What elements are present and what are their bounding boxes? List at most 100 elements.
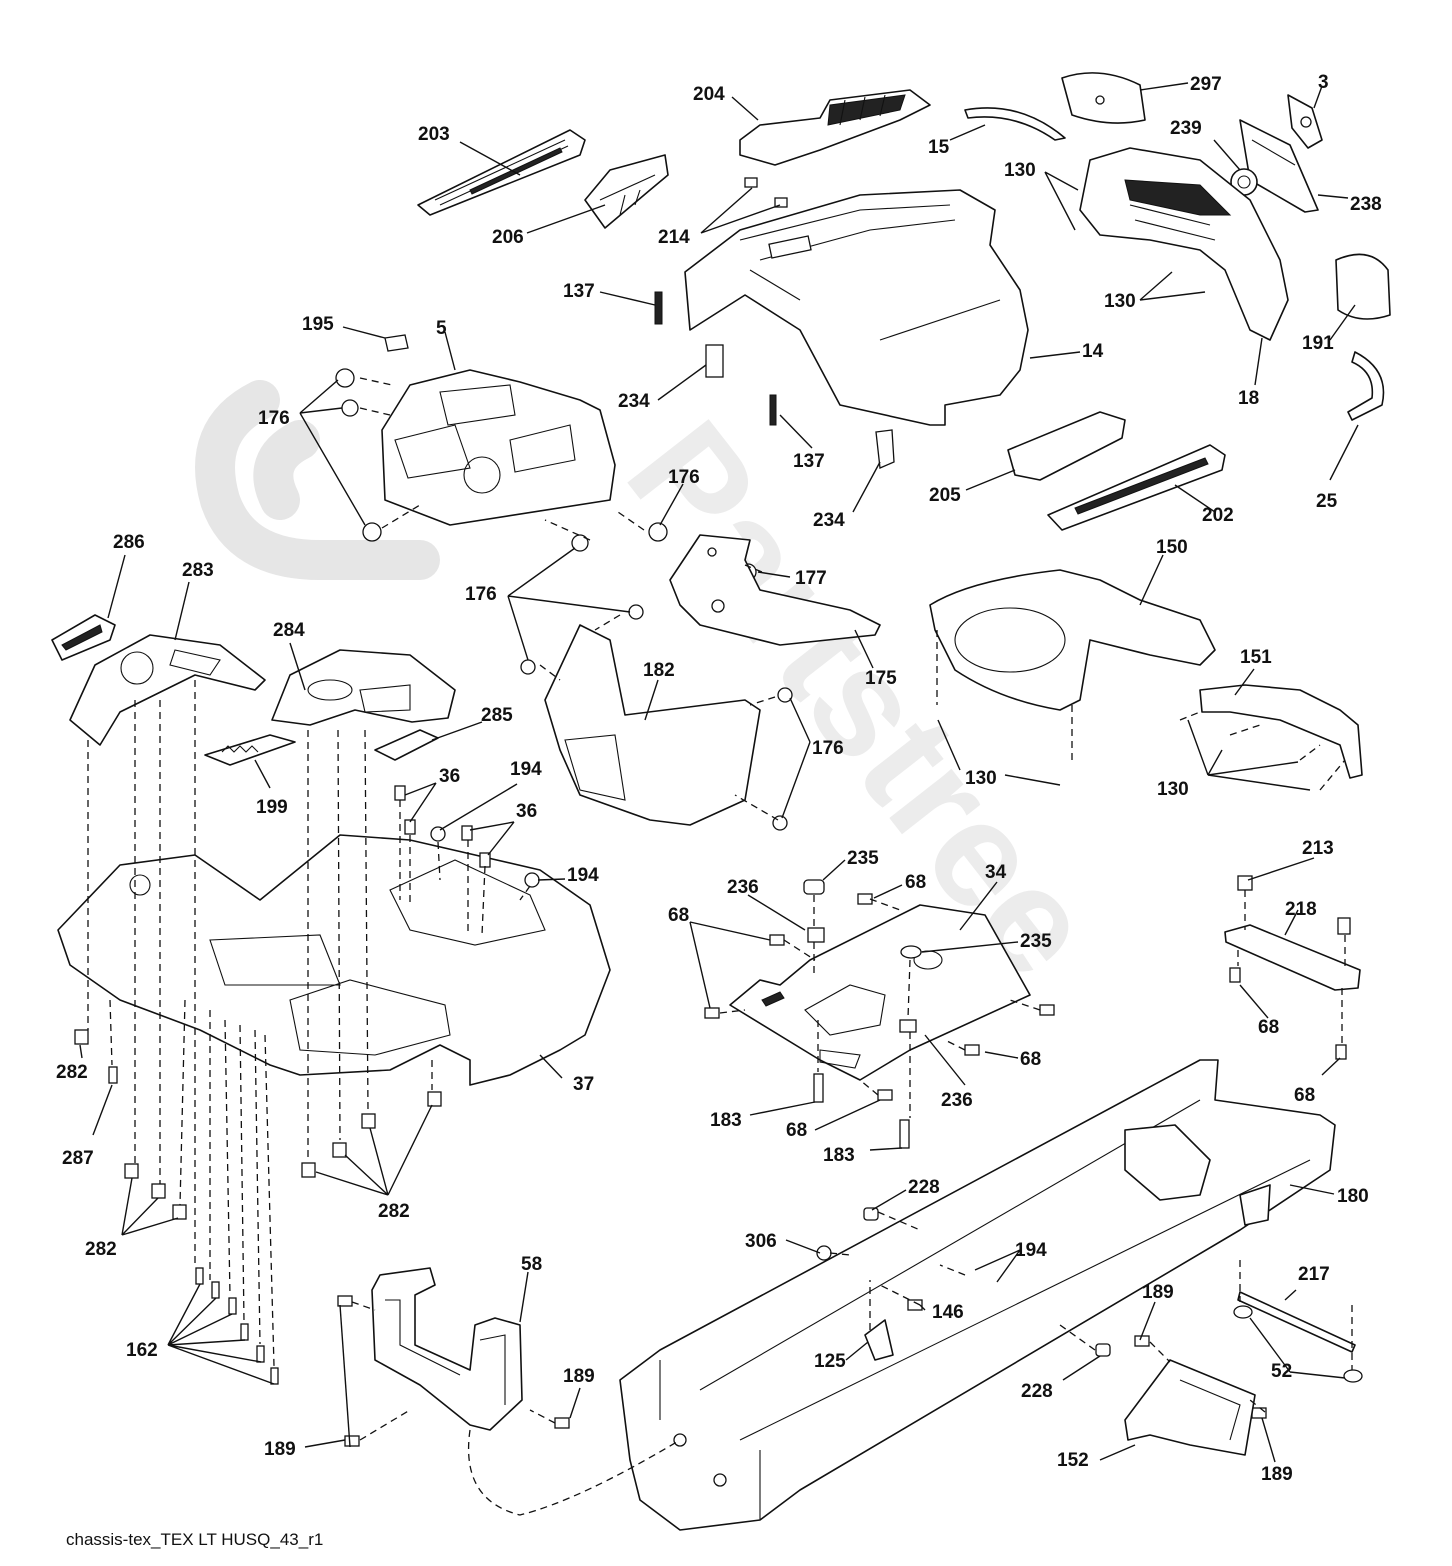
part-183-studs	[813, 1073, 910, 1149]
callout-37: 37	[573, 1074, 594, 1095]
callout-162: 162	[126, 1340, 158, 1361]
part-182-lower-dash	[544, 624, 761, 826]
part-297-pad	[1061, 72, 1146, 124]
callout-228: 228	[908, 1177, 940, 1198]
part-285-grommet	[374, 729, 439, 761]
callout-234: 234	[813, 510, 845, 531]
callout-68: 68	[1294, 1085, 1315, 1106]
part-25-bracket	[1347, 351, 1385, 421]
callout-130: 130	[1104, 291, 1136, 312]
callout-189: 189	[264, 1439, 296, 1460]
callout-283: 283	[182, 560, 214, 581]
callout-282: 282	[378, 1201, 410, 1222]
callout-183: 183	[823, 1145, 855, 1166]
callout-34: 34	[985, 862, 1007, 883]
part-151-bracket	[1199, 684, 1363, 779]
assembly-dashed-lines	[87, 377, 1353, 1516]
callout-203: 203	[418, 124, 450, 145]
callout-218: 218	[1285, 899, 1317, 920]
callout-235: 235	[1020, 931, 1052, 952]
callout-176: 176	[668, 467, 700, 488]
part-37-fender	[57, 834, 611, 1086]
callout-194: 194	[567, 865, 599, 886]
part-217-rod	[1237, 1291, 1356, 1353]
callout-214: 214	[658, 227, 690, 248]
callout-282: 282	[85, 1239, 117, 1260]
callout-205: 205	[929, 485, 961, 506]
callout-130: 130	[1157, 779, 1189, 800]
callout-68: 68	[1020, 1049, 1041, 1070]
callout-182: 182	[643, 660, 675, 681]
callout-217: 217	[1298, 1264, 1330, 1285]
callout-285: 285	[481, 705, 513, 726]
part-202-grille	[1047, 444, 1226, 531]
part-282-clips	[74, 1029, 442, 1220]
part-235-236-spacers	[803, 879, 922, 1033]
part-191-pad	[1335, 253, 1391, 320]
callout-18: 18	[1238, 388, 1259, 409]
part-18-front-grille	[1079, 147, 1289, 341]
callout-175: 175	[865, 668, 897, 689]
callout-236: 236	[941, 1090, 973, 1111]
callout-152: 152	[1057, 1450, 1089, 1471]
callout-297: 297	[1190, 74, 1222, 95]
callout-52: 52	[1271, 1361, 1292, 1382]
part-228-bumpers	[863, 1207, 1111, 1357]
callout-68: 68	[668, 905, 689, 926]
callout-68: 68	[1258, 1017, 1279, 1038]
callout-286: 286	[113, 532, 145, 553]
callout-183: 183	[710, 1110, 742, 1131]
part-5-dash-panel	[381, 369, 616, 526]
callout-36: 36	[516, 801, 537, 822]
part-287-screw	[108, 1066, 118, 1084]
callout-284: 284	[273, 620, 305, 641]
callout-180: 180	[1337, 1186, 1369, 1207]
callout-189: 189	[1261, 1464, 1293, 1485]
part-58-bracket	[371, 1267, 523, 1431]
callout-206: 206	[492, 227, 524, 248]
part-150-pan	[929, 569, 1216, 711]
part-152-plate	[1124, 1359, 1256, 1456]
callout-238: 238	[1350, 194, 1382, 215]
callout-130: 130	[965, 768, 997, 789]
part-3-latch	[1287, 94, 1323, 149]
part-199-plate	[204, 734, 296, 766]
callout-68: 68	[786, 1120, 807, 1141]
callout-236: 236	[727, 877, 759, 898]
callout-150: 150	[1156, 537, 1188, 558]
callout-36: 36	[439, 766, 460, 787]
callout-189: 189	[1142, 1282, 1174, 1303]
callout-125: 125	[814, 1351, 846, 1372]
callout-189: 189	[563, 1366, 595, 1387]
callout-194: 194	[510, 759, 542, 780]
callout-191: 191	[1302, 333, 1334, 354]
callout-130: 130	[1004, 160, 1036, 181]
callout-306: 306	[745, 1231, 777, 1252]
callout-labels: 203 204 297 3 15 239 130 238 206 214 137…	[56, 72, 1382, 1485]
part-286-insert	[51, 614, 116, 661]
callout-15: 15	[928, 137, 950, 158]
part-218-bar	[1224, 924, 1361, 991]
callout-194: 194	[1015, 1240, 1047, 1261]
part-284-cover	[271, 649, 456, 726]
callout-176: 176	[812, 738, 844, 759]
part-52-washers	[1233, 1305, 1363, 1383]
part-195-label	[384, 334, 409, 352]
part-180-frame	[619, 1059, 1336, 1531]
leader-lines	[79, 82, 1359, 1463]
part-203-vent-grille	[417, 129, 586, 216]
callout-146: 146	[932, 1302, 964, 1323]
part-205-duct	[1007, 411, 1126, 481]
callout-239: 239	[1170, 118, 1202, 139]
part-189-bolts	[337, 1295, 1267, 1447]
callout-234: 234	[618, 391, 650, 412]
part-213-bolts	[1237, 875, 1351, 935]
callout-213: 213	[1302, 838, 1334, 859]
callout-3: 3	[1318, 72, 1329, 93]
part-239-badge	[1230, 168, 1258, 196]
part-206-duct	[584, 154, 669, 229]
part-283-cover	[69, 634, 266, 746]
callout-199: 199	[256, 797, 288, 818]
callout-287: 287	[62, 1148, 94, 1169]
